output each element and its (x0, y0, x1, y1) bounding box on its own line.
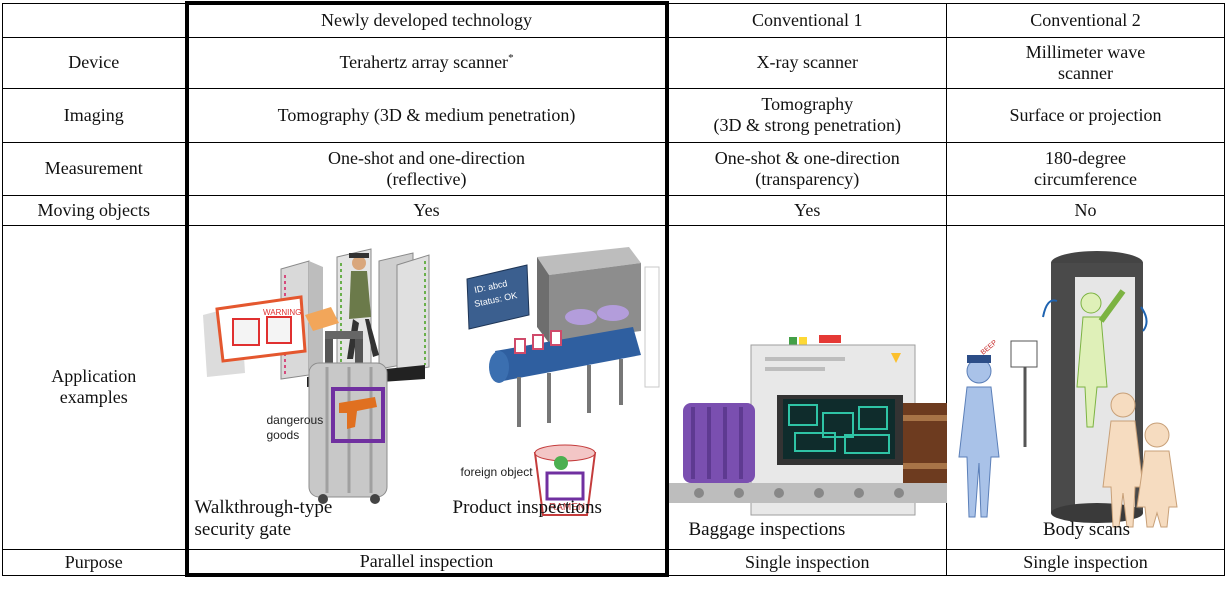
dangerous-goods-label: dangerous goods (266, 413, 324, 442)
imaging-new-technology: Tomography (3D & medium penetration) (184, 87, 669, 143)
moving-new-technology: Yes (184, 194, 669, 226)
purpose-new-technology: Parallel inspection (184, 548, 669, 577)
foreign-object-label: foreign object (460, 465, 533, 479)
header-conventional-2: Conventional 2 (946, 2, 1225, 38)
device-new-technology: Terahertz array scanner* (184, 36, 669, 89)
imaging-conventional-2: Surface or projection (946, 87, 1225, 143)
header-conventional-1: Conventional 1 (666, 2, 947, 38)
measurement-conventional-1: One-shot & one-direction (transparency) (666, 141, 947, 196)
application-new-technology: WARNING (184, 224, 669, 550)
baggage-inspections-caption: Baggage inspections (688, 519, 846, 540)
comparison-table: Newly developed technology Conventional … (2, 1, 1225, 577)
row-label-moving-objects: Moving objects (2, 194, 187, 226)
product-inspections-caption: Product inspections (452, 497, 602, 518)
svg-text:BEEP: BEEP (980, 339, 999, 357)
row-label-imaging: Imaging (2, 87, 187, 143)
imaging-conventional-1: Tomography (3D & strong penetration) (666, 87, 947, 143)
measurement-new-technology: One-shot and one-direction (reflective) (184, 141, 669, 196)
body-scans-caption: Body scans (1043, 519, 1131, 540)
moving-conventional-1: Yes (666, 194, 947, 226)
suitcase-illustration (308, 331, 387, 504)
warning-screen-illustration: WARNING (202, 295, 307, 377)
svg-text:RAMEN: RAMEN (549, 502, 585, 513)
application-conventional-2: BEEP Body scans (946, 224, 1225, 550)
application-conventional-1: Baggage inspections (666, 224, 947, 550)
body-scanner-illustration: BEEP (958, 251, 1178, 528)
row-label-device: Device (2, 36, 187, 89)
purpose-conventional-2: Single inspection (946, 548, 1225, 576)
row-label-measurement: Measurement (2, 141, 187, 196)
header-corner-cell (2, 2, 187, 38)
purpose-conventional-1: Single inspection (666, 548, 947, 576)
moving-conventional-2: No (946, 194, 1225, 226)
header-new-technology: Newly developed technology (184, 1, 669, 38)
product-inspection-illustration: ID: abcd Status: OK (465, 247, 659, 516)
new-tech-illustration: WARNING (202, 247, 659, 516)
footnote-mark: * (508, 52, 514, 64)
measurement-conventional-2: 180-degree circumference (946, 141, 1225, 196)
device-conventional-1: X-ray scanner (666, 36, 947, 89)
svg-text:WARNING: WARNING (263, 308, 301, 317)
walkthrough-gate-caption: Walkthrough-type security gate (194, 497, 333, 540)
xray-scanner-illustration (668, 335, 947, 516)
security-gate-illustration (280, 248, 429, 387)
device-conventional-2: Millimeter wave scanner (946, 36, 1225, 89)
row-label-purpose: Purpose (2, 548, 187, 576)
row-label-application: Application examples (2, 224, 187, 550)
